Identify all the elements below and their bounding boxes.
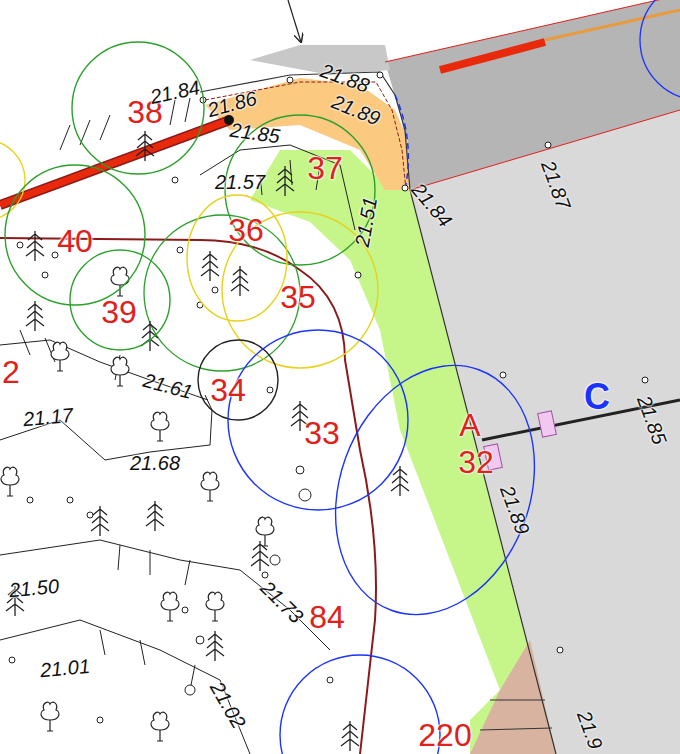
tree-canopy: 33 xyxy=(228,330,408,510)
callout-number: 2 xyxy=(2,356,20,388)
spot-height: 21.50 xyxy=(8,576,60,600)
point-letter: A xyxy=(459,409,480,441)
spot-height: 21.85 xyxy=(229,120,281,147)
tree-number: 37 xyxy=(307,152,343,184)
spot-height: 21.73 xyxy=(257,577,307,627)
canopy-outline xyxy=(307,362,563,618)
tree-number: 220 xyxy=(418,719,471,751)
tree-canopy: 39 xyxy=(70,250,170,350)
spot-height: 21.84 xyxy=(148,77,201,107)
spot-height: 21.02 xyxy=(207,678,249,731)
spot-height: 21.57 xyxy=(215,172,265,192)
tree-canopy: 32 xyxy=(307,362,563,618)
canopy-outline xyxy=(280,655,440,754)
tree-number: 34 xyxy=(210,374,246,406)
tree-number: 35 xyxy=(280,281,316,313)
tree-number: 36 xyxy=(228,214,264,246)
tree-canopy: 34 xyxy=(198,340,278,420)
tree-canopy: 220 xyxy=(280,655,440,754)
tree-number: 33 xyxy=(304,417,340,449)
spot-height: 21.01 xyxy=(39,656,91,680)
tree-number: 40 xyxy=(57,225,93,257)
tree-canopy: 38 xyxy=(72,42,204,174)
spot-height: 21.17 xyxy=(22,405,74,429)
tree-number: 39 xyxy=(101,296,137,328)
spot-height: 21.68 xyxy=(130,453,180,473)
callout-number: 84 xyxy=(309,601,345,633)
tree-number: 32 xyxy=(458,446,494,478)
spot-height: 21.61 xyxy=(141,370,195,402)
tree-canopy: 40 xyxy=(5,165,145,305)
section-letter: C xyxy=(584,379,610,415)
